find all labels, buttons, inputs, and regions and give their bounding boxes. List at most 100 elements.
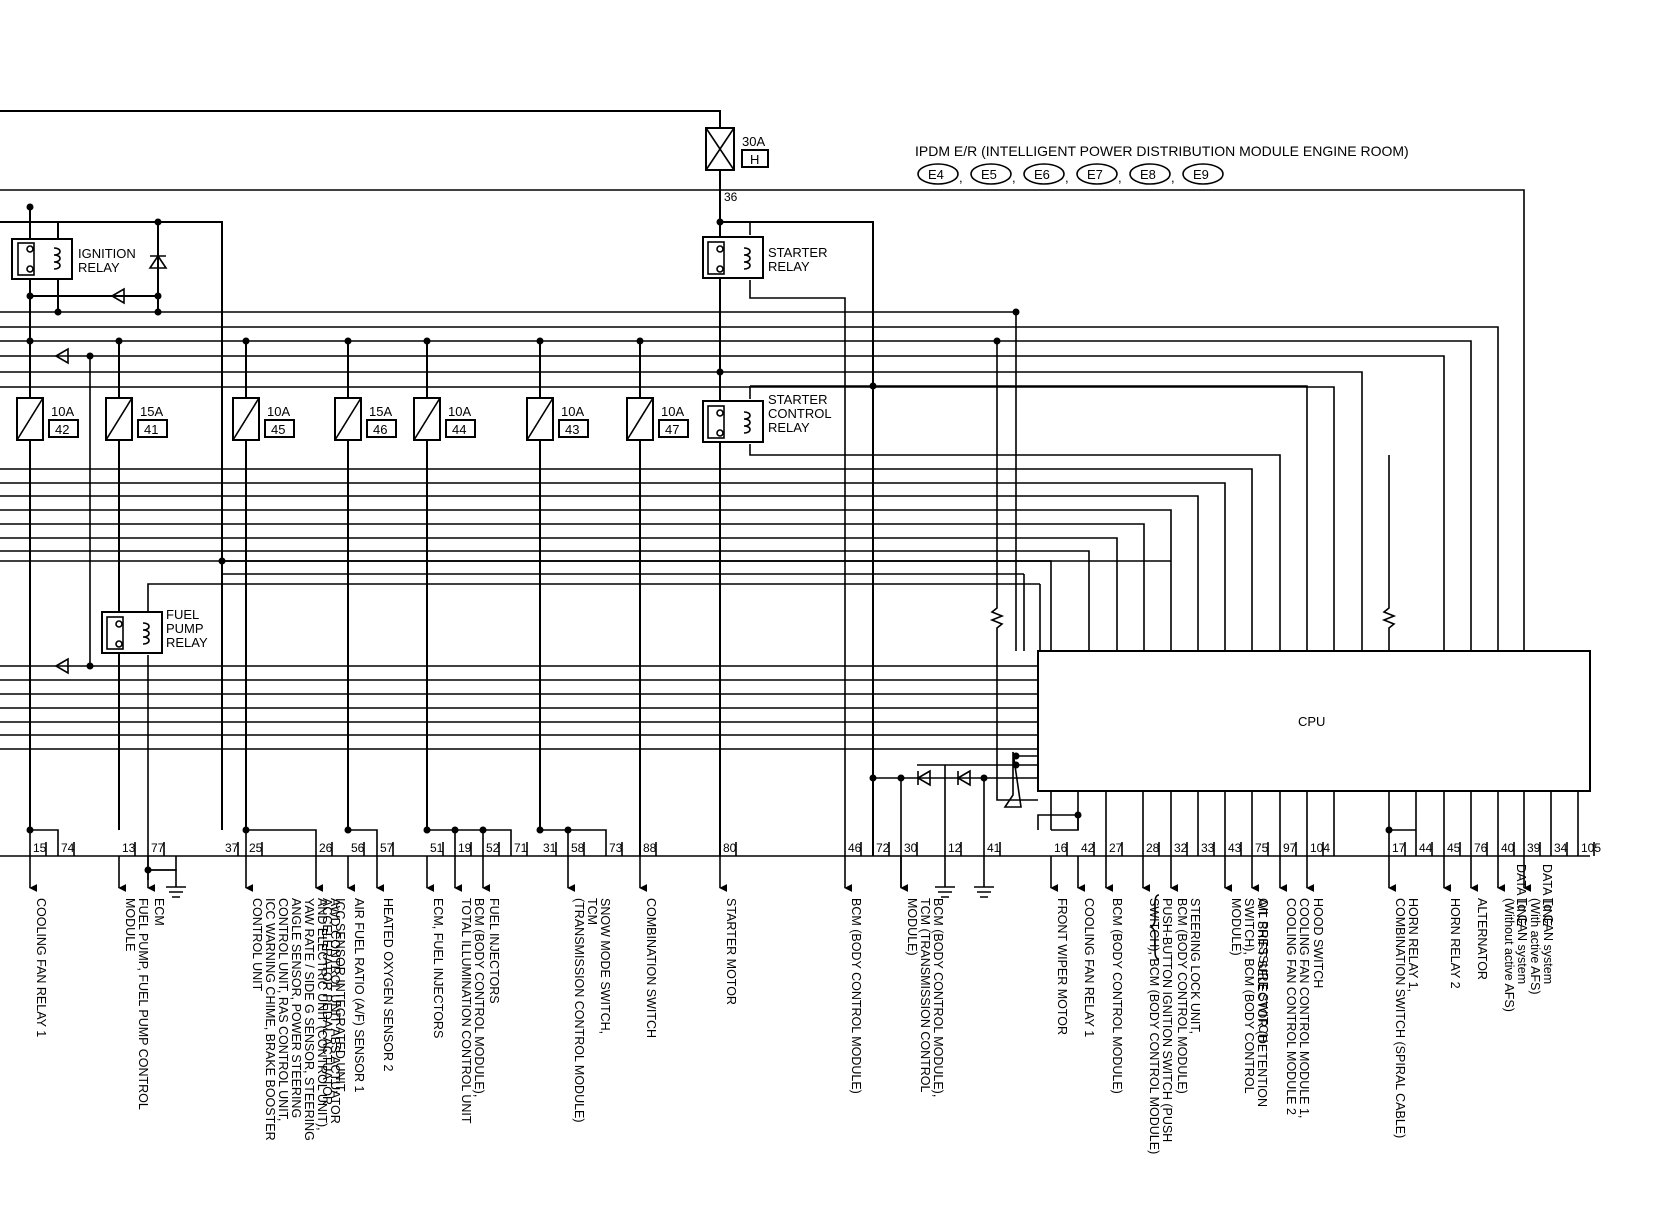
terminal-56: 56 (351, 841, 365, 855)
output-line: ANGLE SENSOR, POWER STEERING (289, 898, 303, 1118)
output-line: ACCELERATOR PEDAL ACTUATOR (320, 898, 334, 1105)
fuse-41-numbox (137, 419, 168, 438)
terminal-13: 13 (122, 841, 136, 855)
fuel-pump-relay: FUEL PUMP RELAY (101, 607, 208, 880)
connector-sep: , (1012, 170, 1016, 185)
output-label-o17: HORN RELAY 1,COMBINATION SWITCH (SPIRAL … (1393, 898, 1420, 1138)
terminal-42: 42 (1081, 841, 1095, 855)
terminal-30: 30 (904, 841, 918, 855)
output-line: CONTROL UNIT (250, 898, 264, 992)
terminal-75: 75 (1255, 841, 1269, 855)
connector-E5: E5 (981, 167, 997, 182)
connector-oval-E9 (1182, 163, 1224, 185)
terminal-26: 26 (319, 841, 333, 855)
output-line: MODULE (123, 898, 137, 951)
starter-control-relay-label-2: CONTROL (768, 406, 832, 421)
fuse-44-number: 44 (452, 422, 466, 437)
fuse-45-rating: 10A (267, 404, 290, 419)
output-line: COMBINATION SWITCH (SPIRAL CABLE) (1393, 898, 1407, 1138)
output-label-o46: BCM (BODY CONTROL MODULE) (849, 898, 863, 1094)
connector-E9: E9 (1193, 167, 1209, 182)
output-line: COOLING FAN CONTROL MODULE 1, (1297, 898, 1311, 1118)
fuse-47-number: 47 (665, 422, 679, 437)
output-line: BCM (BODY CONTROL MODULE), (931, 898, 945, 1097)
fuse-43-rating: 10A (561, 404, 584, 419)
terminal-40: 40 (1501, 841, 1515, 855)
connector-E8: E8 (1140, 167, 1156, 182)
terminal-73: 73 (609, 841, 623, 855)
output-label-o76: ALTERNATOR (1475, 898, 1489, 980)
resistor-1 (989, 341, 1005, 752)
output-label-o75: OIL PRESSURE SWITCH (1256, 898, 1270, 1043)
output-line: STEERING LOCK UNIT, (1188, 898, 1202, 1034)
connector-oval-E6 (1023, 163, 1065, 185)
output-label-o77: ECM (152, 898, 166, 926)
terminal-105: 105 (1581, 841, 1601, 855)
terminal-58: 58 (571, 841, 585, 855)
terminal-104: 104 (1310, 841, 1330, 855)
output-label-o26: ICC SENSOR INTEGRATED UNIT,ACCELERATOR P… (320, 898, 347, 1105)
output-line: FUEL PUMP, FUEL PUMP CONTROL (136, 898, 150, 1110)
terminal-97: 97 (1283, 841, 1297, 855)
connector-oval-E7 (1076, 163, 1118, 185)
fuse-44-numbox (445, 419, 476, 438)
terminal-33: 33 (1201, 841, 1215, 855)
output-line: SNOW MODE SWITCH, (598, 898, 612, 1034)
terminal-51: 51 (430, 841, 444, 855)
output-line: STARTER MOTOR (724, 898, 738, 1005)
diode-1 (54, 347, 69, 365)
terminal-72: 72 (876, 841, 890, 855)
ignition-relay: IGNITION RELAY (0, 203, 223, 830)
fuse-47-element (626, 397, 654, 441)
terminal-19: 19 (458, 841, 472, 855)
output-line: A/T SHIFT SELECTOR (DETENTION (1255, 898, 1269, 1107)
terminal-39: 39 (1527, 841, 1541, 855)
fuse-42-number: 42 (55, 422, 69, 437)
fuse-42-rating: 10A (51, 404, 74, 419)
connector-E4: E4 (928, 167, 944, 182)
output-label-o56: AIR FUEL RATIO (A/F) SENSOR 1 (352, 898, 366, 1093)
starter-control-relay-label-1: STARTER (768, 392, 827, 407)
output-line: AWD CONTROL UNIT, ABS ACTUATOR (328, 898, 342, 1124)
starter-control-relay: STARTER CONTROL RELAY (702, 382, 1308, 651)
fuse-41-element (105, 397, 133, 441)
output-label-o30: BCM (BODY CONTROL MODULE),TCM (TRANSMISS… (905, 898, 945, 1097)
output-line: (TRANSMISSION CONTROL MODULE) (572, 898, 586, 1123)
starter-control-relay-label-3: RELAY (768, 420, 810, 435)
fuse-45-numbox (264, 419, 295, 438)
terminal-41: 41 (987, 841, 1001, 855)
terminal-45: 45 (1447, 841, 1461, 855)
output-label-o28: PUSH-BUTTON IGNITION SWITCH (PUSHSWITCH)… (1147, 898, 1174, 1154)
data-line-label: DATA LINE (1540, 864, 1554, 926)
output-line: BCM (BODY CONTROL MODULE) (1110, 898, 1124, 1094)
diode-network (869, 751, 1038, 887)
output-label-o52: FUEL INJECTORS (487, 898, 501, 1004)
output-line: FRONT WIPER MOTOR (1055, 898, 1069, 1035)
terminal-32: 32 (1174, 841, 1188, 855)
output-data_line_39: DATA LINE (1540, 864, 1554, 926)
terminal-34: 34 (1554, 841, 1568, 855)
output-label-o19: BCM (BODY CONTROL MODULE),TOTAL ILLUMINA… (459, 898, 486, 1124)
output-label-o45: HORN RELAY 2 (1448, 898, 1462, 989)
output-label-o15: COOLING FAN RELAY 1 (34, 898, 48, 1037)
output-label-o27: BCM (BODY CONTROL MODULE) (1110, 898, 1124, 1094)
connector-list: E4,E5,E6,E7,E8,E9 (917, 163, 1224, 185)
ground-symbols (148, 869, 994, 898)
starter-relay: STARTER RELAY (702, 218, 874, 856)
output-line: (Without active AFS) (1502, 898, 1516, 1012)
output-line: AND ELECTRIC UNIT (CONTROL UNIT), (315, 898, 329, 1131)
fuse-46-number: 46 (373, 422, 387, 437)
output-line: FUEL INJECTORS (487, 898, 501, 1004)
output-line: ECM (152, 898, 166, 926)
bus-lines-upper (0, 311, 1499, 651)
output-line: BCM (BODY CONTROL MODULE) (849, 898, 863, 1094)
output-line: AIR FUEL RATIO (A/F) SENSOR 1 (352, 898, 366, 1093)
terminal-31: 31 (543, 841, 557, 855)
output-line: HORN RELAY 1, (1406, 898, 1420, 992)
output-destinations: COOLING FAN RELAY 1 FUEL PUMP, FUEL PUMP … (29, 856, 1555, 1154)
fuse-42-element (16, 397, 44, 441)
